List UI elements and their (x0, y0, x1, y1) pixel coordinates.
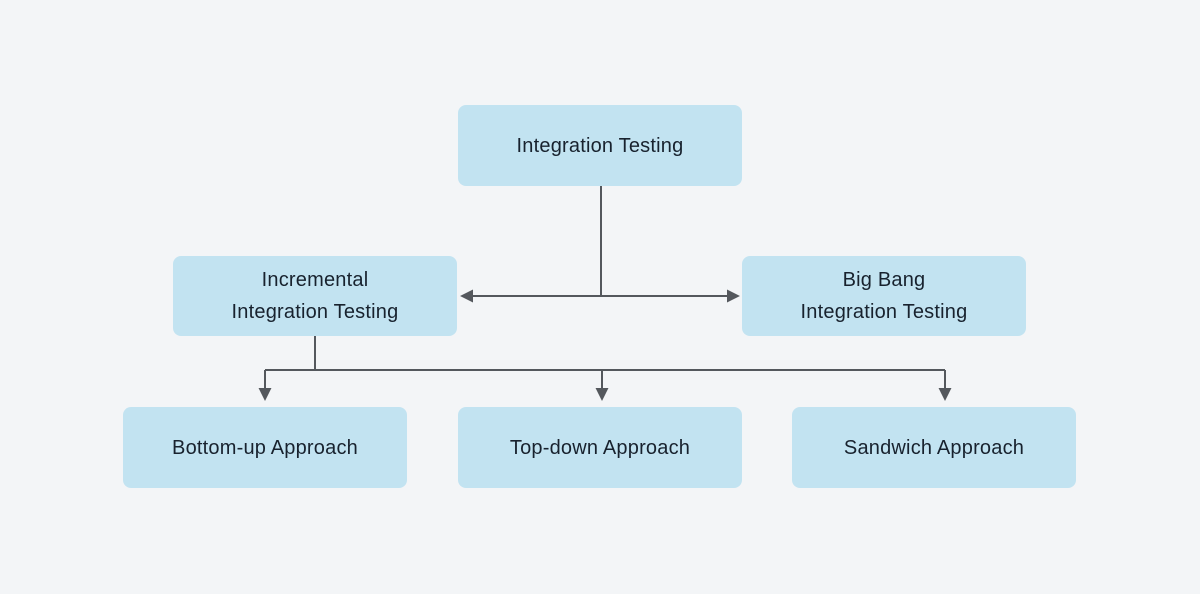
node-big-bang-label-line2: Integration Testing (800, 301, 968, 323)
node-bottom-up-approach: Bottom-up Approach (123, 407, 407, 488)
node-bottom-up-label: Bottom-up Approach (172, 436, 358, 459)
node-incremental-label-line1: Incremental (261, 269, 369, 291)
node-big-bang-label-line1: Big Bang (842, 269, 926, 291)
node-big-bang-integration-testing: Big Bang Integration Testing (742, 256, 1026, 336)
node-top-down-label: Top-down Approach (509, 436, 691, 459)
node-sandwich-approach: Sandwich Approach (792, 407, 1076, 488)
node-incremental-label-line2: Integration Testing (231, 301, 399, 323)
node-integration-testing-label: Integration Testing (516, 134, 684, 157)
node-integration-testing: Integration Testing (458, 105, 742, 186)
node-sandwich-label: Sandwich Approach (843, 436, 1025, 459)
node-incremental-integration-testing: Incremental Integration Testing (173, 256, 457, 336)
node-top-down-approach: Top-down Approach (458, 407, 742, 488)
